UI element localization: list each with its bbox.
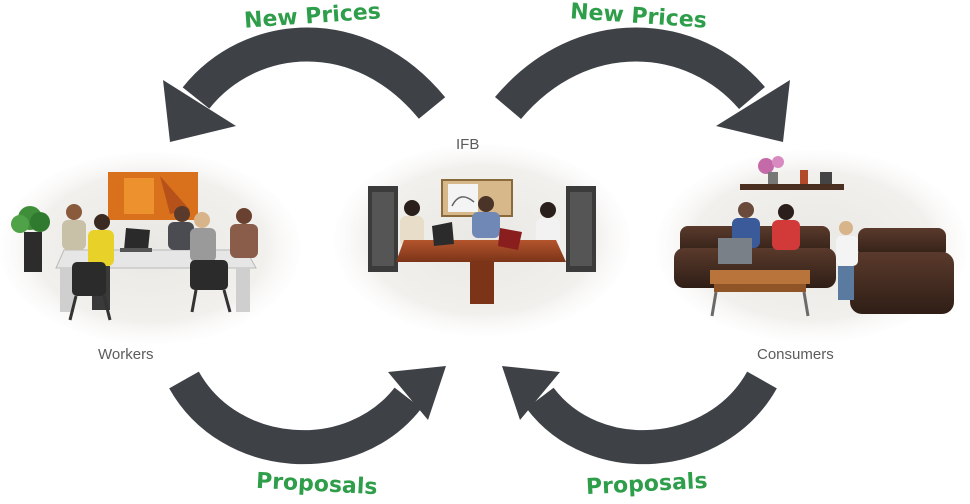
workers-label: Workers xyxy=(98,346,154,363)
arrow-proposals-right xyxy=(502,366,777,465)
workers-meeting-scene xyxy=(0,152,300,344)
ifb-label: IFB xyxy=(456,136,480,153)
arrow-new-prices-right xyxy=(494,27,790,142)
consumers-living-room-scene xyxy=(656,150,968,342)
arrow-new-prices-left xyxy=(163,27,446,142)
arrow-proposals-left xyxy=(169,366,446,465)
consumers-label: Consumers xyxy=(757,346,834,363)
ifb-office-scene xyxy=(334,144,630,336)
